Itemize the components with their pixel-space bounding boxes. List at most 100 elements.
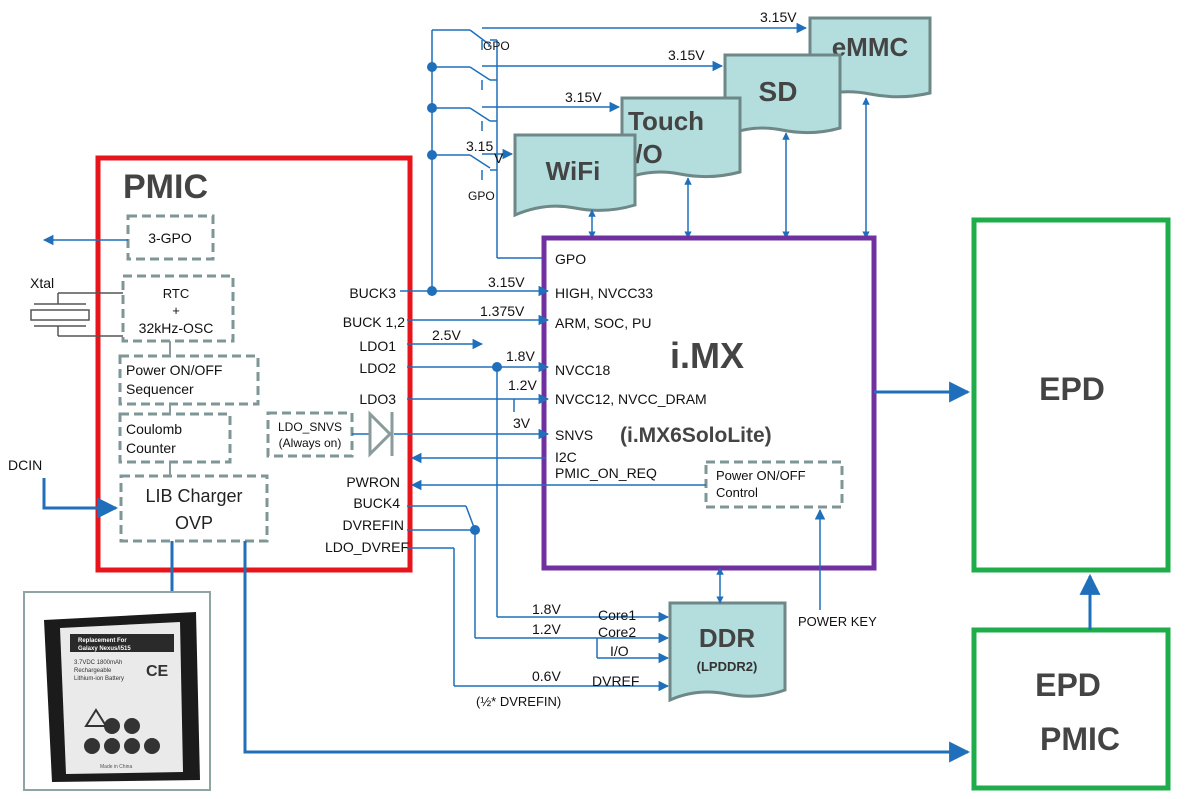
gpo-label-bottom: GPO — [468, 189, 495, 203]
battery-text-4: Rechargeable — [74, 668, 112, 674]
epd-block — [971, 217, 1171, 573]
v-core1: 1.8V — [532, 601, 561, 617]
ddr-pin-io: I/O — [610, 643, 629, 659]
symbol-icon — [104, 738, 120, 754]
pin-buck3: BUCK3 — [349, 285, 396, 301]
v-ldo3: 1.2V — [508, 377, 537, 393]
power-key-label: POWER KEY — [798, 614, 877, 629]
imx-pin-nvcc12: NVCC12, NVCC_DRAM — [555, 391, 707, 407]
gpo3-label: 3-GPO — [148, 230, 192, 246]
ddr-pin-labels: Core1 Core2 I/O DVREF (½* DVREFIN) — [476, 607, 639, 709]
battery-made-text: Made in China — [100, 764, 132, 770]
imx-pin-arm: ARM, SOC, PU — [555, 315, 651, 331]
imx-subtitle: (i.MX6SoloLite) — [620, 424, 772, 447]
ce-mark-icon: CE — [146, 663, 169, 680]
battery-text-2: Galaxy Nexus/i515 — [78, 646, 131, 652]
sequencer-label-2: Sequencer — [126, 381, 194, 397]
symbol-icon — [124, 738, 140, 754]
v-snvs: 3V — [513, 415, 531, 431]
battery-image: Replacement For Galaxy Nexus/i515 3.7VDC… — [23, 591, 211, 791]
pmic-block — [95, 155, 413, 573]
battery-text-1: Replacement For — [78, 638, 127, 644]
rail-voltage-labels: 3.15V 1.375V 2.5V 1.8V 1.2V 3V 1.8V 1.2V… — [432, 274, 561, 684]
emmc-label: eMMC — [832, 32, 909, 62]
power-control-label-1: Power ON/OFF — [716, 468, 806, 483]
touch-voltage: 3.15V — [565, 89, 602, 105]
pin-ldo2: LDO2 — [359, 360, 396, 376]
ddr-pin-core1: Core1 — [598, 607, 636, 623]
symbol-icon — [84, 738, 100, 754]
wifi-label: WiFi — [546, 156, 601, 186]
crystal-icon — [30, 292, 123, 337]
power-rails — [394, 285, 706, 692]
battery-text-3: 3.7VDC 1800mAh — [74, 660, 122, 666]
imx-pin-labels: GPO HIGH, NVCC33 ARM, SOC, PU NVCC18 NVC… — [555, 251, 707, 481]
v-ldo1: 2.5V — [432, 327, 461, 343]
wifi-block: WiFi — [513, 133, 637, 218]
rtc-block — [121, 274, 235, 343]
symbol-icon — [144, 738, 160, 754]
v-buck12: 1.375V — [480, 303, 525, 319]
pin-ldo1: LDO1 — [359, 338, 396, 354]
epd-label: EPD — [1039, 371, 1105, 407]
touch-label-1: Touch — [628, 106, 704, 136]
imx-pin-snvs: SNVS — [555, 427, 593, 443]
wifi-voltage-2: V — [494, 150, 504, 166]
diode-icon — [352, 410, 394, 458]
sd-block: SD — [723, 53, 842, 139]
v-core2: 1.2V — [532, 621, 561, 637]
pmic-pin-labels: BUCK3 BUCK 1,2 LDO1 LDO2 LDO3 PWRON BUCK… — [325, 285, 409, 555]
ddr-dvref-note: (½* DVREFIN) — [476, 694, 561, 709]
rtc-label-2: + — [172, 303, 180, 318]
gpo-label-top: GPO — [483, 39, 510, 53]
symbol-icon — [104, 718, 120, 734]
ldo-snvs-label-1: LDO_SNVS — [278, 420, 342, 434]
pin-ldo3: LDO3 — [359, 391, 396, 407]
v-dvref: 0.6V — [532, 668, 561, 684]
ldo-snvs-label-2: (Always on) — [279, 436, 342, 450]
epd-pmic-label-2: PMIC — [1040, 721, 1120, 757]
symbol-icon — [124, 718, 140, 734]
imx-pin-gpo: GPO — [555, 251, 586, 267]
imx-pin-i2c: I2C — [555, 449, 577, 465]
emmc-voltage: 3.15V — [760, 9, 797, 25]
sequencer-label-1: Power ON/OFF — [126, 362, 222, 378]
imx-pin-high: HIGH, NVCC33 — [555, 285, 653, 301]
wifi-voltage-1: 3.15 — [466, 138, 493, 154]
ddr-sublabel: (LPDDR2) — [697, 659, 758, 674]
pin-buck4: BUCK4 — [353, 495, 400, 511]
coulomb-label-2: Counter — [126, 440, 176, 456]
imx-pin-pmic-on-req: PMIC_ON_REQ — [555, 465, 657, 481]
xtal-label: Xtal — [30, 275, 54, 291]
epd-pmic-label-1: EPD — [1035, 667, 1101, 703]
sequencer-block — [118, 354, 260, 406]
pin-dvrefin: DVREFIN — [343, 517, 404, 533]
pin-pwron: PWRON — [346, 474, 400, 490]
ddr-label: DDR — [699, 623, 756, 653]
coulomb-counter-block — [118, 412, 232, 464]
battery-text-5: Lithium-ion Battery — [74, 676, 124, 682]
imx-title: i.MX — [670, 335, 744, 376]
epd-pmic-block — [971, 627, 1171, 791]
charger-label-1: LIB Charger — [145, 486, 242, 506]
gpo3-block — [126, 214, 215, 261]
pin-ldo-dvref: LDO_DVREF — [325, 539, 409, 555]
v-buck3: 3.15V — [488, 274, 525, 290]
sd-label: SD — [759, 76, 798, 107]
charger-label-2: OVP — [175, 513, 213, 533]
dcin-label: DCIN — [8, 457, 42, 473]
rtc-label-3: 32kHz-OSC — [139, 320, 214, 336]
warning-icon — [84, 708, 108, 727]
v-ldo2: 1.8V — [506, 348, 535, 364]
ddr-block: DDR (LPDDR2) — [668, 601, 787, 703]
touch-block: Touch I/O — [620, 96, 742, 183]
rtc-label-1: RTC — [163, 286, 189, 301]
peripheral-bus-links — [588, 97, 870, 239]
pmic-title: PMIC — [123, 168, 208, 206]
imx-pin-nvcc18: NVCC18 — [555, 362, 610, 378]
coulomb-label-1: Coulomb — [126, 421, 182, 437]
sd-voltage: 3.15V — [668, 47, 705, 63]
pin-buck12: BUCK 1,2 — [343, 314, 405, 330]
charger-block — [119, 474, 269, 543]
